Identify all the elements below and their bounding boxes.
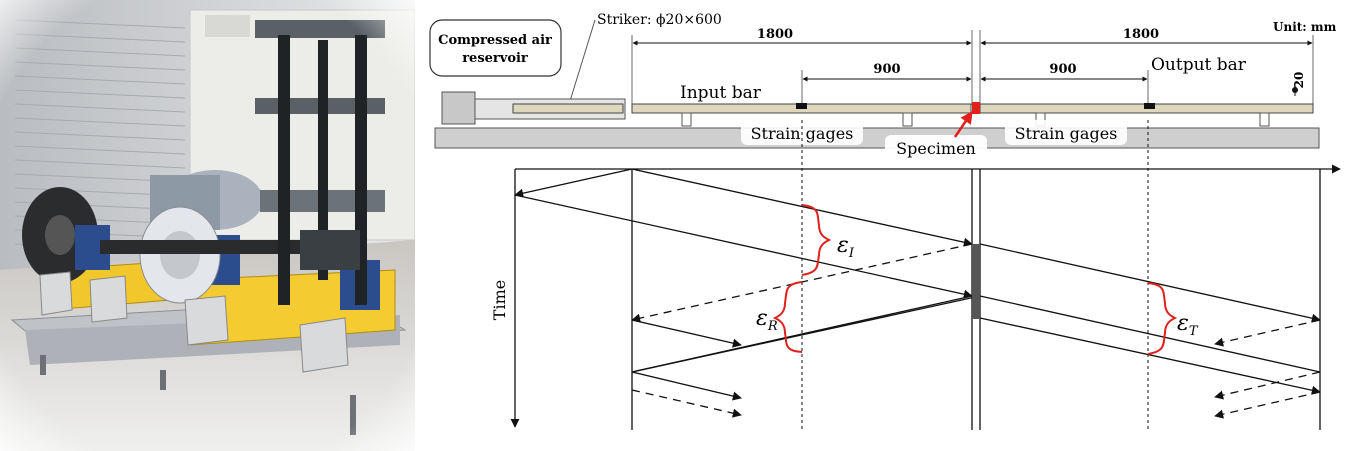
input-bar-label: Input bar <box>680 83 762 103</box>
reflected-pulse <box>772 281 803 353</box>
incident-pulse <box>801 204 832 276</box>
time-axis-label: Time <box>490 280 509 320</box>
apparatus-photo <box>0 0 415 451</box>
output-bar-label: Output bar <box>1151 55 1247 75</box>
input-gage-distance: 900 <box>873 62 900 77</box>
wave-diagram <box>510 120 1341 430</box>
diameter-annotation: 20 <box>1292 72 1306 96</box>
striker-bar <box>512 103 624 114</box>
reservoir-box <box>429 19 562 77</box>
reservoir-label-line1: Compressed air <box>438 33 552 48</box>
shpb-schematic-diagram: Compressed air reservoir Striker: ϕ20×60… <box>429 12 1341 430</box>
eps-incident-label: εI <box>837 233 855 261</box>
striker-label: Striker: ϕ20×600 <box>597 12 722 28</box>
eps-transmitted-label: εT <box>1177 311 1199 339</box>
transmitted-pulse <box>1147 282 1178 355</box>
specimen-label: Specimen <box>896 139 976 158</box>
strain-gage-output <box>1144 103 1155 109</box>
strain-gages-right-label: Strain gages <box>1015 124 1118 143</box>
input-bar-length: 1800 <box>757 27 793 42</box>
strain-gage-input <box>796 103 807 109</box>
base-rail <box>434 127 1320 149</box>
eps-reflected-label: εR <box>756 306 778 334</box>
svg-text:20: 20 <box>1292 72 1306 89</box>
output-bar-length: 1800 <box>1123 27 1159 42</box>
reservoir-label-line2: reservoir <box>462 51 528 66</box>
gun-block <box>441 91 476 125</box>
output-gage-distance: 900 <box>1049 62 1076 77</box>
unit-label: Unit: mm <box>1273 20 1337 34</box>
